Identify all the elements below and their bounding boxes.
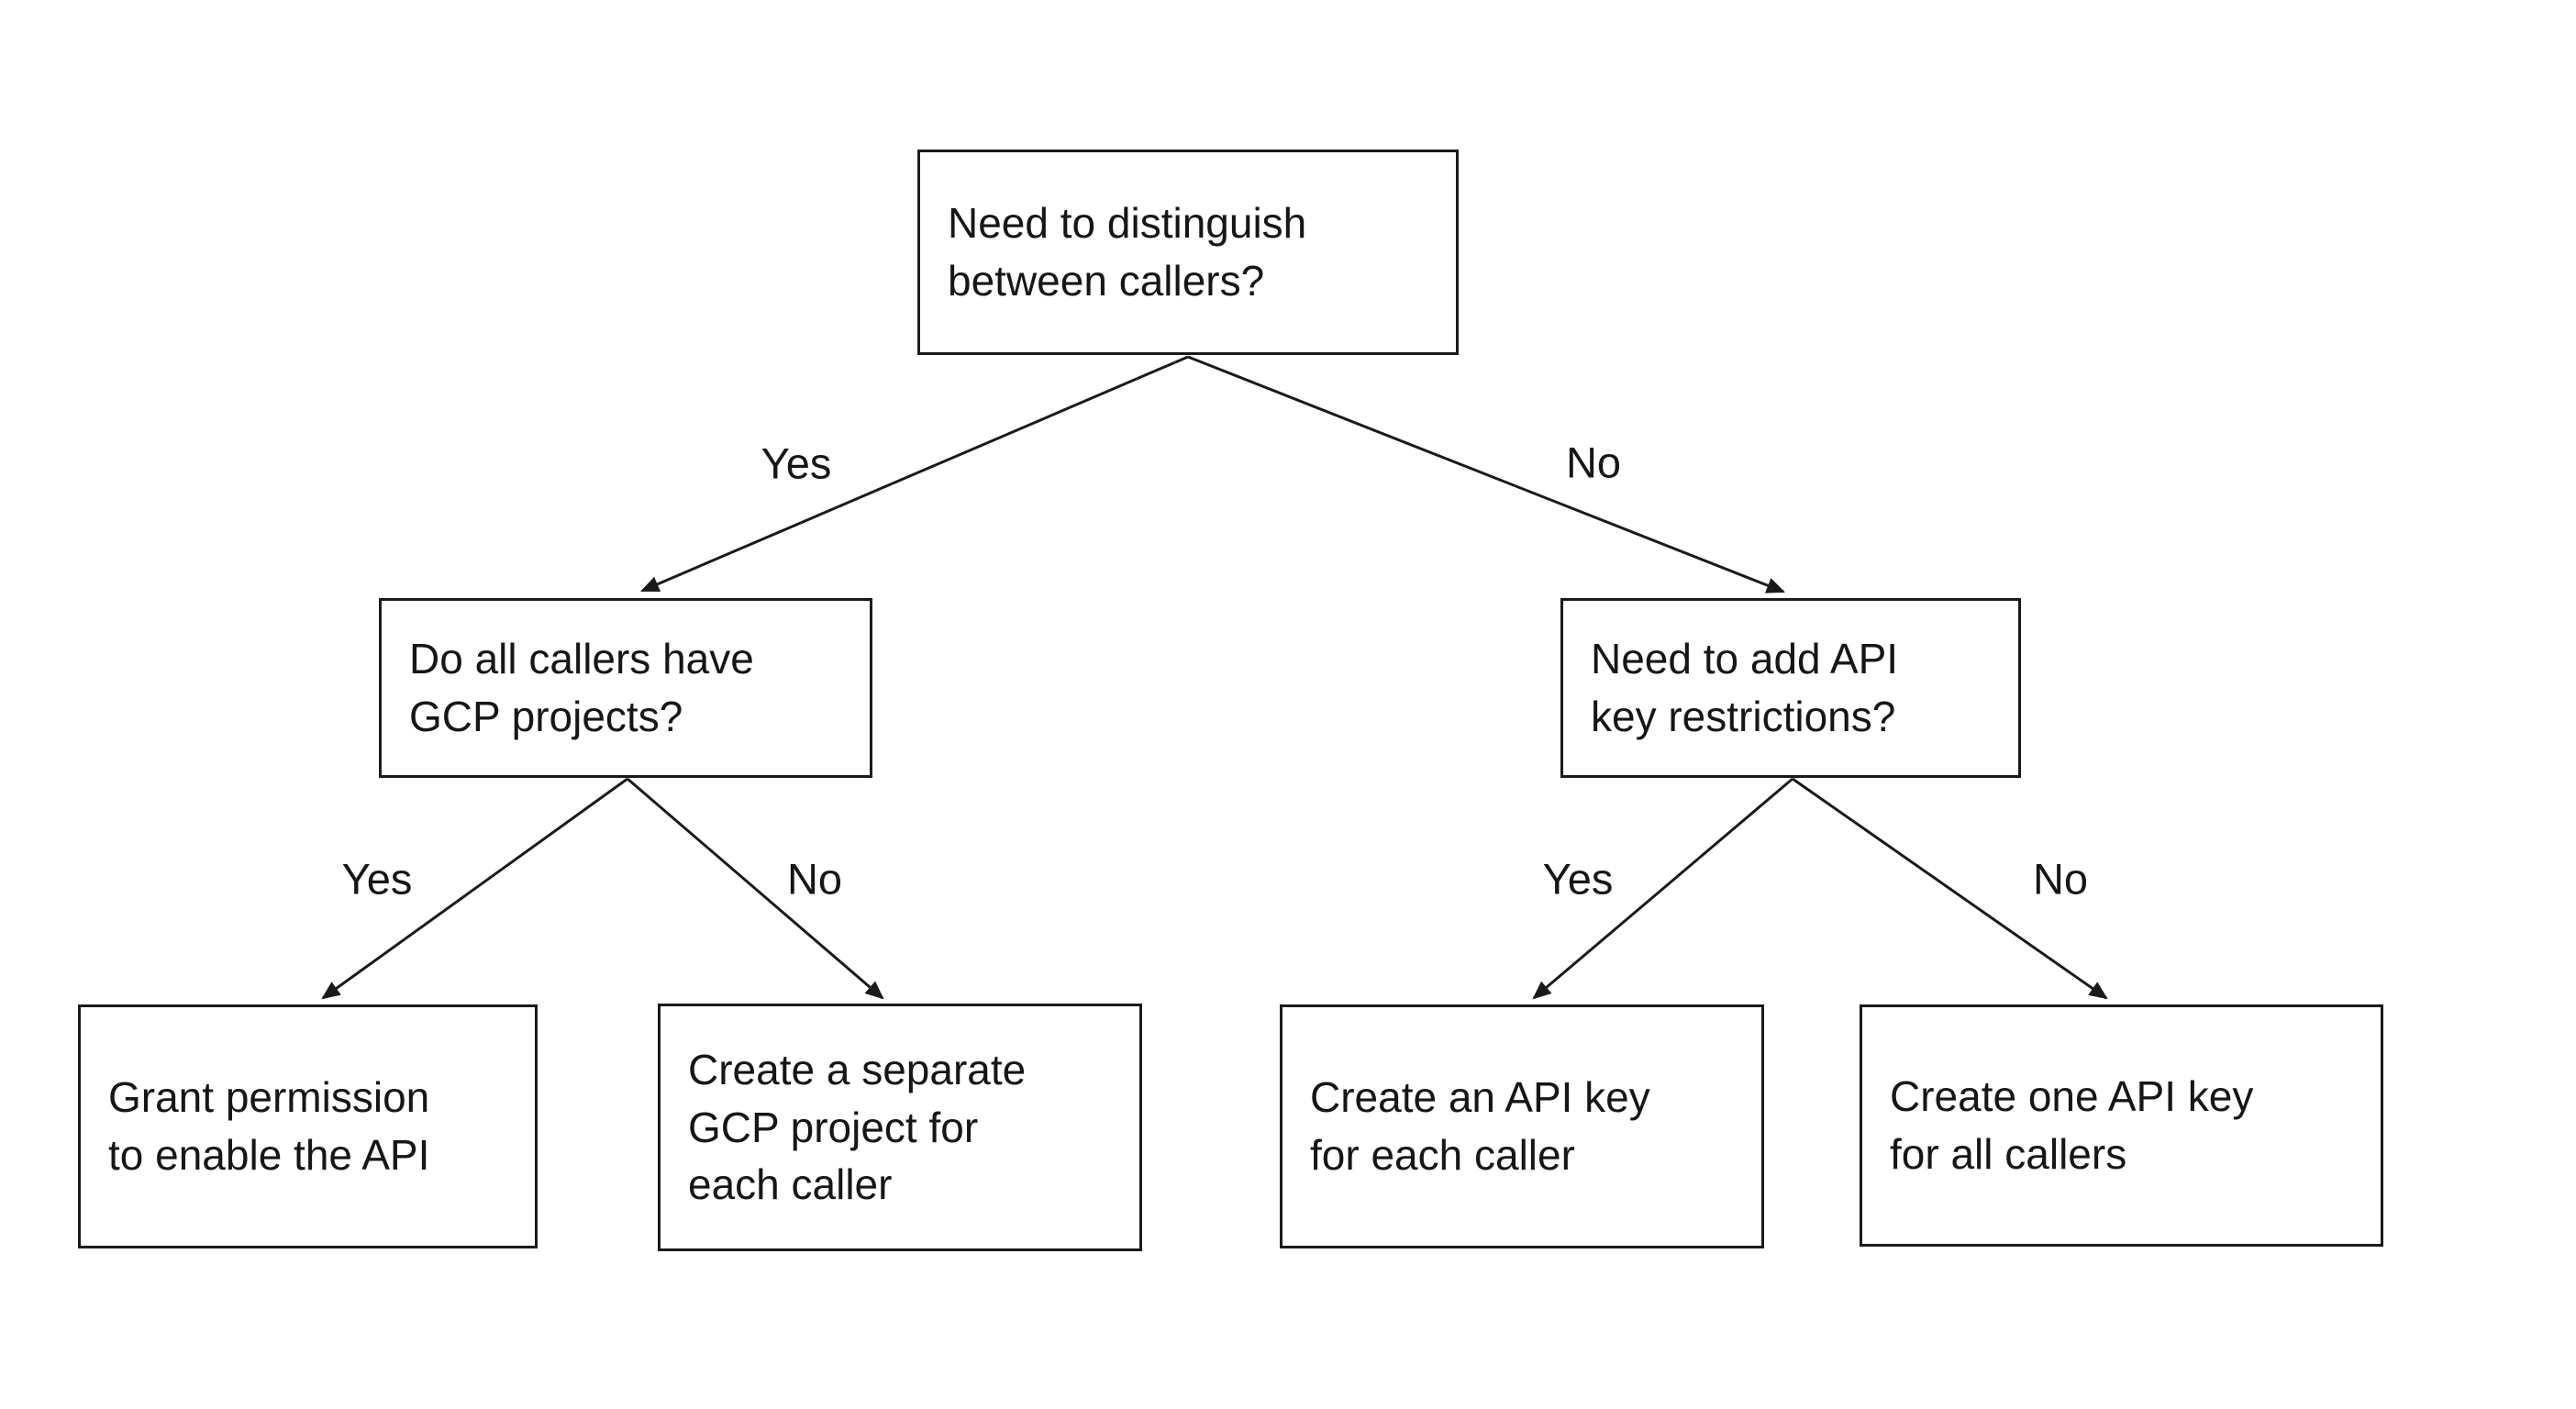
decision-node-gcp-projects-text: Do all callers have GCP projects? bbox=[409, 635, 754, 740]
edge-root-yes bbox=[640, 355, 1189, 593]
decision-node-root: Need to distinguish between callers? bbox=[917, 150, 1459, 355]
decision-node-key-restrictions-text: Need to add API key restrictions? bbox=[1591, 635, 1899, 740]
edge-label-gcp-no: No bbox=[786, 854, 843, 904]
action-node-separate-project-text: Create a separate GCP project for each c… bbox=[688, 1046, 1027, 1209]
action-node-key-per-caller-text: Create an API key for each caller bbox=[1310, 1073, 1650, 1179]
action-node-grant-permission: Grant permission to enable the API bbox=[78, 1004, 538, 1248]
decision-node-root-text: Need to distinguish between callers? bbox=[948, 199, 1307, 305]
decision-node-gcp-projects: Do all callers have GCP projects? bbox=[379, 598, 872, 778]
edge-label-restriction-yes: Yes bbox=[1542, 854, 1614, 904]
edge-label-restriction-no: No bbox=[2032, 854, 2089, 904]
edge-label-root-no: No bbox=[1565, 438, 1622, 487]
edge-label-gcp-yes: Yes bbox=[341, 854, 413, 904]
action-node-key-for-all: Create one API key for all callers bbox=[1860, 1004, 2383, 1247]
edge-restriction-no bbox=[1792, 777, 2108, 1000]
edge-gcp-no bbox=[627, 777, 884, 1000]
action-node-key-for-all-text: Create one API key for all callers bbox=[1890, 1072, 2254, 1178]
action-node-grant-permission-text: Grant permission to enable the API bbox=[108, 1073, 430, 1179]
action-node-key-per-caller: Create an API key for each caller bbox=[1280, 1004, 1764, 1248]
edge-root-no bbox=[1187, 355, 1785, 594]
action-node-separate-project: Create a separate GCP project for each c… bbox=[658, 1004, 1142, 1251]
edge-restriction-yes bbox=[1532, 777, 1793, 1000]
decision-node-key-restrictions: Need to add API key restrictions? bbox=[1560, 598, 2021, 778]
edge-label-root-yes: Yes bbox=[761, 438, 832, 488]
edge-gcp-yes bbox=[321, 777, 628, 1000]
